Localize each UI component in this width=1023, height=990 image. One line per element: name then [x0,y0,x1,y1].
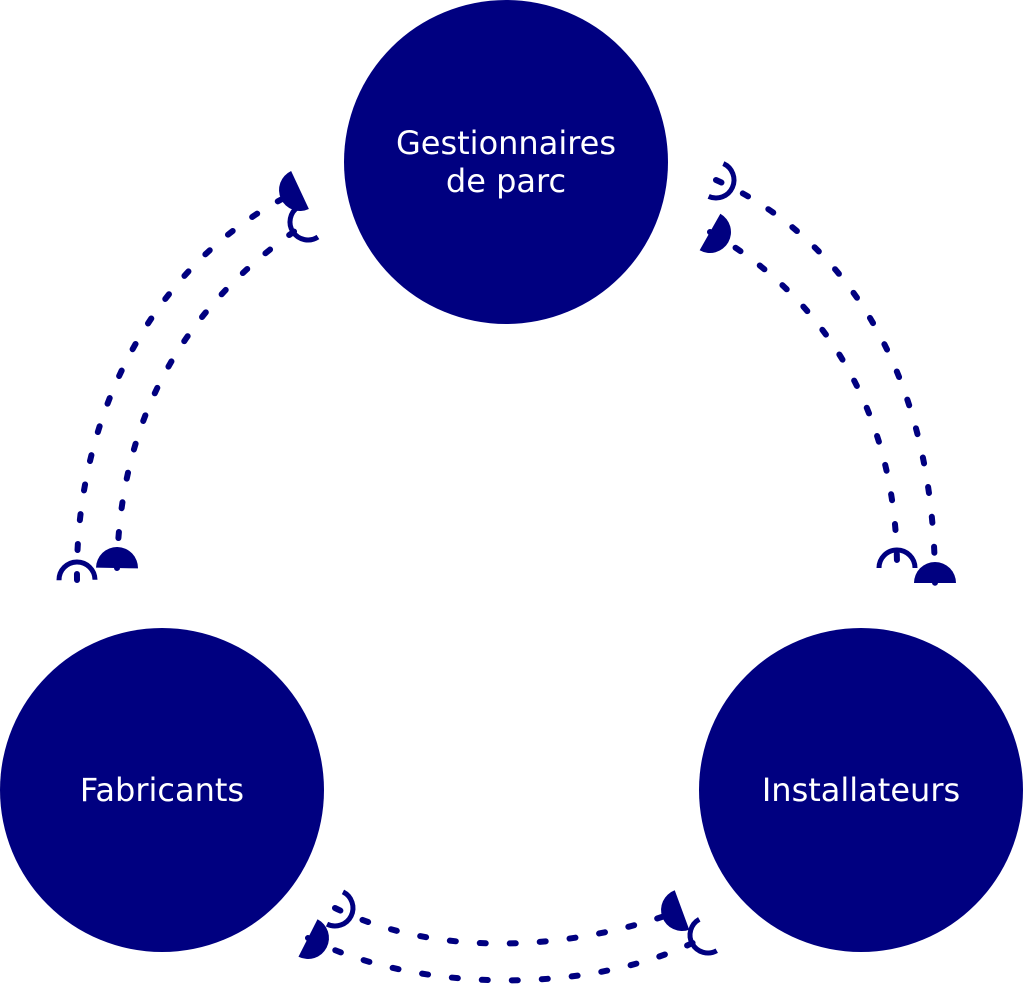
dotted-connector-3[interactable] [707,229,900,571]
dotted-connector-4[interactable] [332,905,685,947]
open-arc-icon [325,889,356,929]
open-arc-icon [56,559,98,581]
node-label: Fabricants [79,771,245,809]
open-arc-icon [687,917,718,956]
filled-half-disc-icon [661,890,690,931]
filled-half-disc-icon [699,213,731,253]
node-fabricants[interactable]: Fabricants [0,628,324,952]
node-label: Installateurs [761,771,961,809]
filled-half-disc-icon [298,919,329,959]
node-label-line2: de parc [445,162,567,200]
node-installateurs[interactable]: Installateurs [699,628,1023,952]
dotted-connector-1[interactable] [114,219,311,571]
open-arc-icon [707,161,737,201]
open-arc-icon [287,204,320,243]
dotted-connector-0[interactable] [73,187,303,583]
dotted-connector-5[interactable] [305,932,711,984]
dotted-connector-2[interactable] [713,177,938,586]
filled-half-disc-icon [914,562,956,583]
filled-half-disc-icon [279,170,309,211]
open-arc-icon [876,547,918,569]
filled-half-disc-icon [96,547,138,569]
node-label-line1: Gestionnaires [395,124,617,162]
